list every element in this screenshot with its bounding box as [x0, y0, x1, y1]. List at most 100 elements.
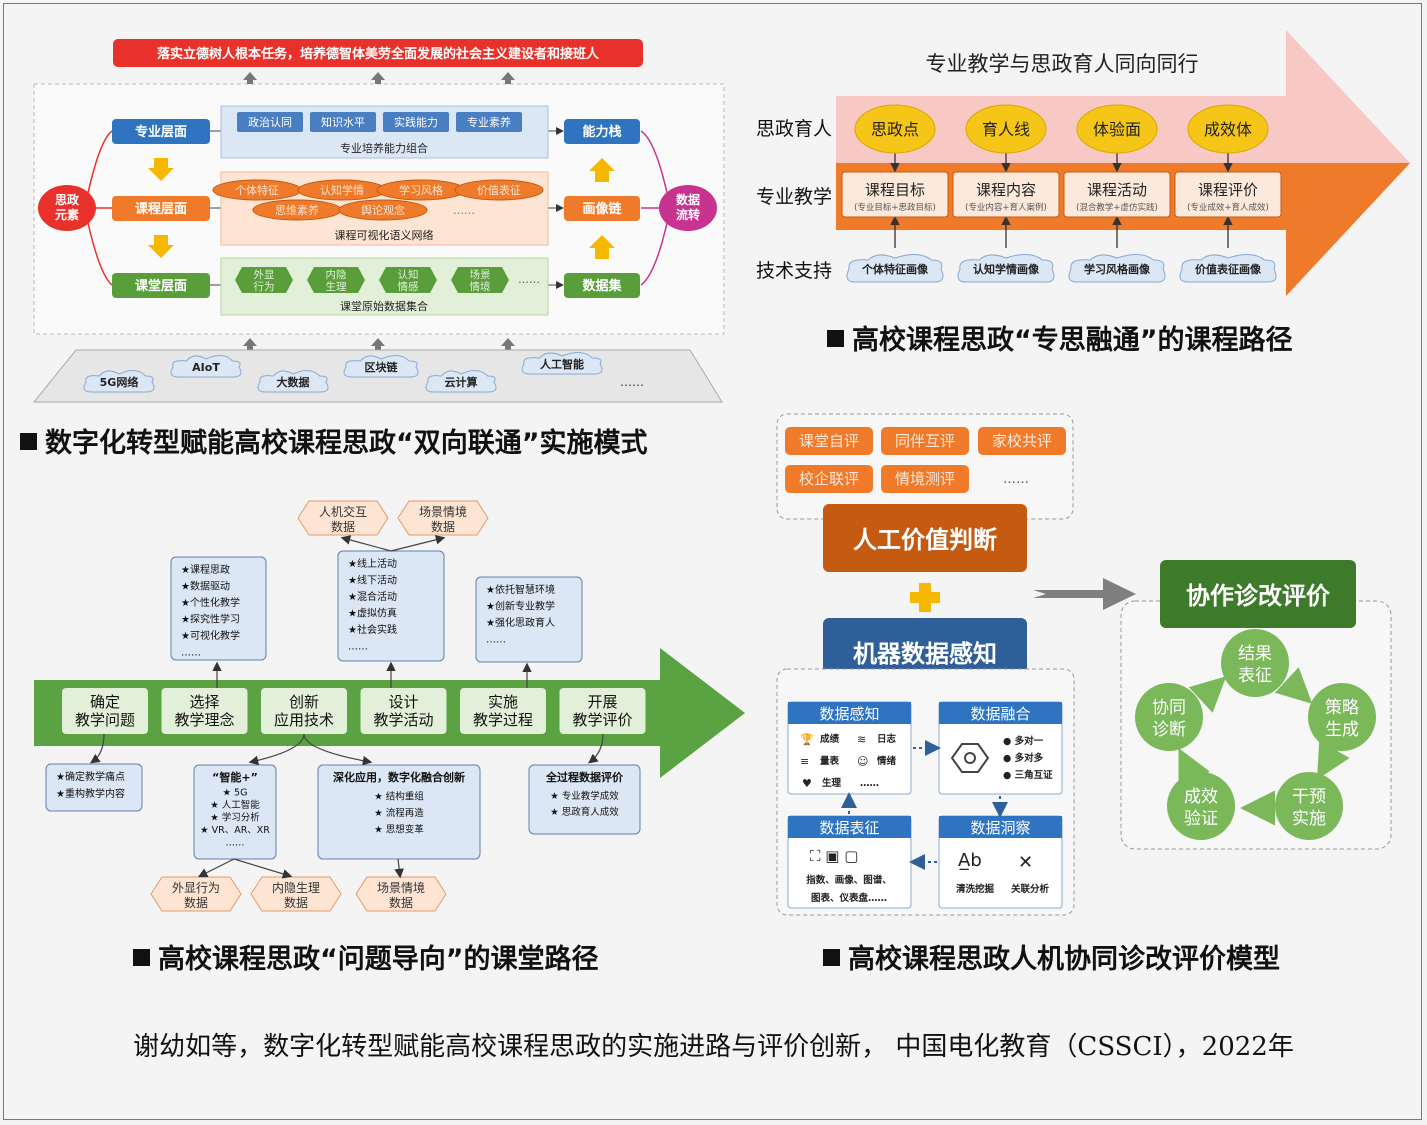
fusion-network-icon	[964, 752, 976, 764]
data-quadrant-title: 数据融合	[970, 705, 1030, 723]
detail-box-line: ★线上活动	[348, 557, 397, 570]
data-hex-label: 数据	[431, 519, 455, 534]
semantic-oval-label: 价值表征	[477, 183, 521, 197]
raw-data-hex	[235, 267, 293, 293]
classroom-detail-boxes: 人机交互数据场景情境数据★课程思政★数据驱动★个性化教学★探究性学习★可视化教学…	[45, 500, 641, 912]
row1-label: 专业培养能力组合	[340, 141, 428, 155]
tech-cloud	[343, 355, 419, 378]
teaching-box	[1063, 171, 1171, 218]
cycle-node	[1308, 683, 1376, 751]
row-connectors	[210, 127, 564, 289]
svg-text:专业层面: 专业层面	[135, 124, 187, 140]
semantic-network-ovals: 个体特征认知学情学习风格价值表征思维素养舆论观念	[212, 179, 544, 221]
detail-box	[170, 556, 267, 661]
tech-cloud-label: 认知学情画像	[973, 262, 1040, 276]
stack-up-arrows	[589, 158, 615, 259]
row-label-teaching: 专业教学	[756, 186, 832, 208]
raw-data-hex-label: 生理	[326, 280, 347, 293]
stack-dataset: 数据集	[564, 273, 640, 298]
ideology-element-node	[38, 185, 96, 231]
tech-cloud-label: 学习风格画像	[1084, 262, 1151, 276]
detail-box	[317, 764, 481, 860]
raw-data-hex-label: 外显	[254, 269, 275, 281]
detail-box-line: ★创新专业教学	[486, 600, 555, 613]
caption-panel1: 数字化转型赋能高校课程思政“双向联通”实施模式	[20, 421, 648, 460]
collab-box	[1160, 560, 1356, 628]
detail-box-line: ……	[181, 648, 201, 659]
detail-box-title: 全过程数据评价	[545, 770, 624, 784]
raw-data-hex-label: 行为	[254, 280, 275, 293]
capability-item-label: 实践能力	[394, 115, 438, 129]
classroom-step-label: 应用技术	[274, 711, 334, 729]
capability-item	[310, 112, 376, 132]
teaching-box-title: 课程评价	[1198, 181, 1258, 199]
detail-box-line: ★探究性学习	[181, 613, 240, 626]
representation-text: 图表、仪表盘……	[811, 892, 887, 904]
panel-two-way-model: 落实立德树人根本任务，培养德智体美劳全面发展的社会主义建设者和接班人 思政 元素…	[32, 39, 725, 403]
svg-text:画像链: 画像链	[582, 201, 622, 217]
cycle-arrow	[1317, 740, 1350, 780]
row-label-tech: 技术支持	[756, 260, 832, 282]
detail-box-line: ★ 5G	[223, 788, 248, 799]
perception-item: 成绩	[820, 733, 840, 745]
perception-item: 日志	[877, 733, 897, 745]
human-judgement-text: 人工价值判断	[853, 526, 997, 554]
ideology-element-label-1: 思政	[55, 192, 80, 207]
correlation-icon: ✕	[1018, 852, 1033, 873]
tech-cloud	[521, 352, 603, 375]
detail-box-title: 深化应用，数字化融合创新	[333, 770, 465, 784]
detail-box-line: ★ 流程再造	[374, 807, 424, 819]
capability-item-label: 政治认同	[248, 115, 292, 129]
raw-data-hex	[379, 267, 437, 293]
stack-capability: 能力栈	[564, 119, 640, 144]
perception-icon: ☺	[857, 755, 868, 768]
detail-box-line: ★个性化教学	[181, 596, 240, 609]
layer-classroom: 课堂层面	[112, 273, 210, 298]
detail-box-line: ★ 人工智能	[210, 799, 260, 811]
classroom-step-label: 确定	[90, 693, 120, 711]
clean-mining-icon: A̲b	[958, 850, 982, 871]
ideology-oval-label: 成效体	[1204, 120, 1252, 139]
cycle-node-label: 成效	[1184, 787, 1218, 807]
caption-panel3: 高校课程思政“问题导向”的课堂路径	[133, 937, 599, 976]
data-hex-label: 场景情境	[377, 880, 425, 895]
eval-tag	[881, 427, 969, 455]
layer-course: 课程层面	[112, 196, 210, 221]
course-path-columns: 思政点课程目标(专业目标+思政目标)个体特征画像育人线课程内容(专业内容+育人案…	[841, 104, 1282, 283]
detail-box-line: ……	[226, 838, 245, 849]
data-hex-label: 数据	[389, 895, 413, 910]
connector	[90, 733, 105, 764]
tech-cloud	[957, 254, 1055, 283]
gray-arrow	[1033, 578, 1136, 610]
tech-cloud	[425, 370, 497, 393]
tech-cloud-label: 人工智能	[540, 357, 584, 371]
classroom-step-label: 开展	[587, 693, 617, 711]
detail-box	[475, 576, 583, 663]
eval-tag	[881, 465, 969, 493]
row2-label: 课程可视化语义网络	[335, 228, 434, 242]
top-goal-text: 落实立德树人根本任务，培养德智体美劳全面发展的社会主义建设者和接班人	[157, 46, 600, 62]
svg-text:课程层面: 课程层面	[135, 202, 187, 217]
connector	[233, 858, 293, 879]
connector	[394, 858, 404, 879]
tags-more: ……	[1003, 472, 1029, 487]
tech-cloud	[170, 355, 242, 378]
eval-tag-label: 同伴互评	[895, 432, 955, 450]
semantic-oval	[454, 179, 544, 201]
caption-panel2: 高校课程思政“专思融通”的课程路径	[827, 318, 1293, 357]
eval-tag	[785, 465, 873, 493]
classroom-step	[261, 688, 347, 734]
teaching-box-sub: (专业目标+思政目标)	[854, 202, 936, 213]
capability-item	[237, 112, 303, 132]
detail-box-line: ★重构教学内容	[56, 787, 125, 800]
semantic-oval-label: 个体特征	[235, 183, 279, 197]
teaching-box	[1174, 171, 1282, 218]
raw-data-hex	[451, 267, 509, 293]
cycle-node-label: 实施	[1292, 809, 1326, 829]
top-goal-banner	[113, 39, 643, 67]
